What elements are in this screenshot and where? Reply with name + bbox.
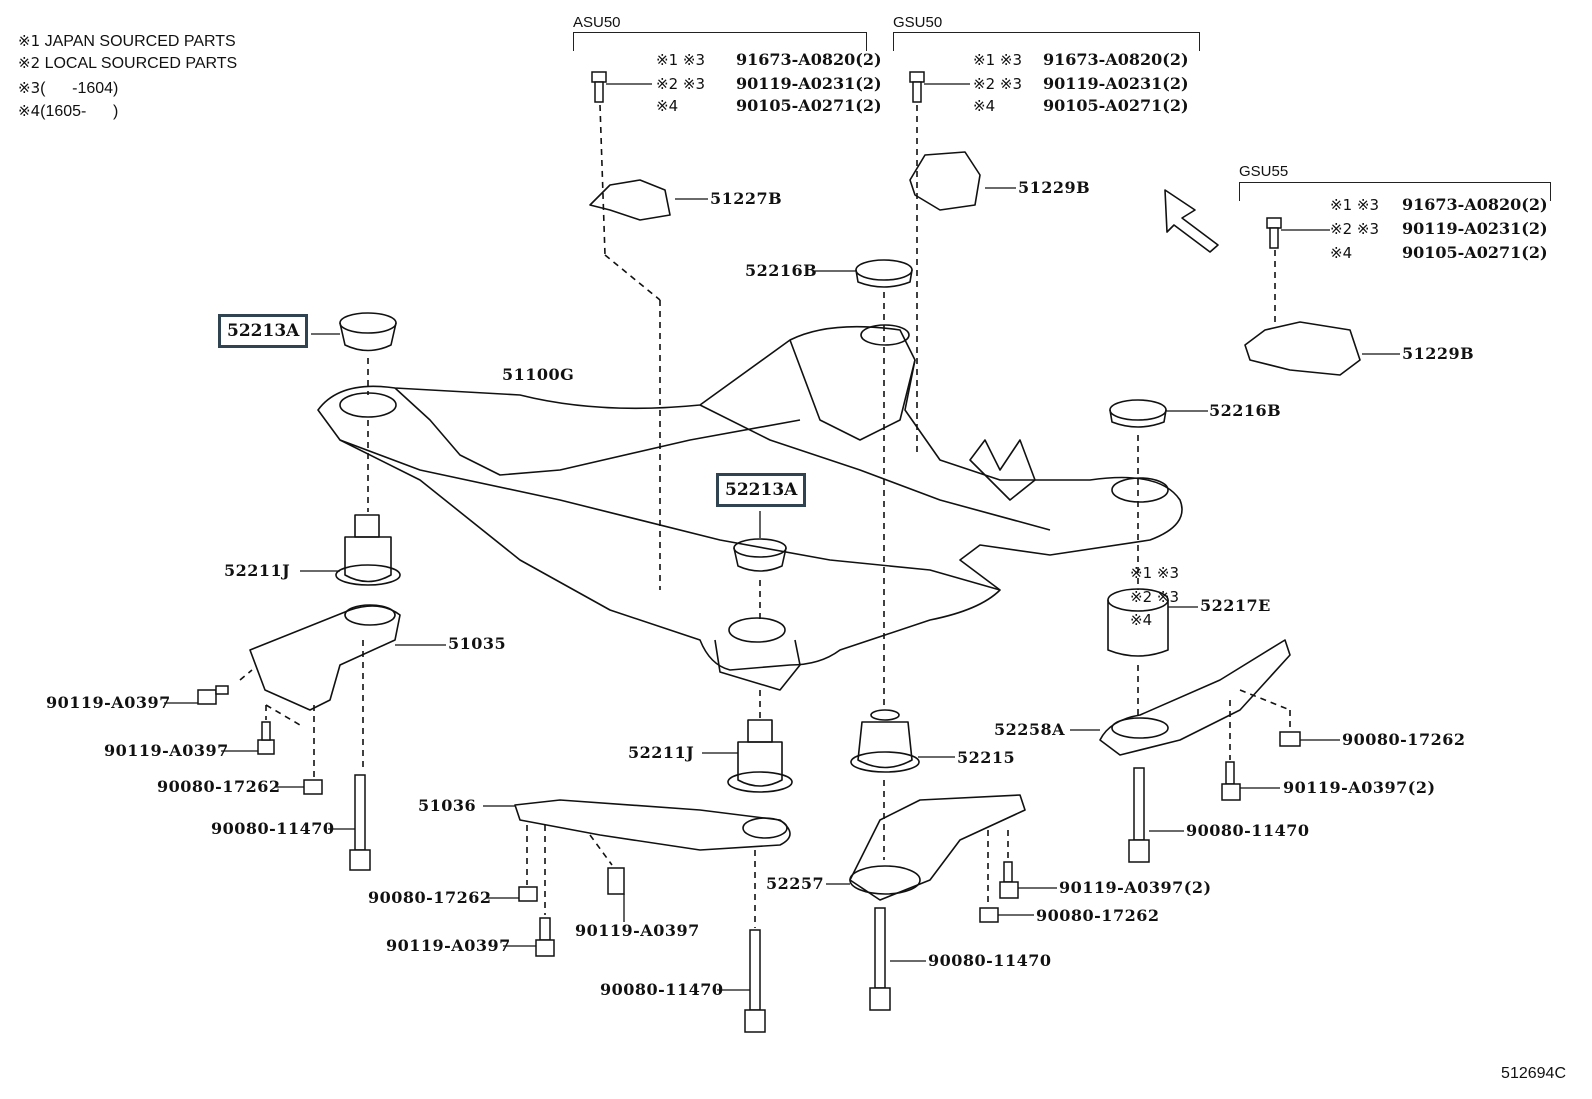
bolt-left-long xyxy=(349,774,371,871)
part-label-51229b[interactable]: 51229B xyxy=(1018,178,1091,197)
part-label-51035[interactable]: 51035 xyxy=(448,634,507,653)
legend-item: ※4(1605- ) xyxy=(18,102,119,120)
part-note-marks: ※1 ※3 xyxy=(1130,564,1179,582)
part-label-bolt[interactable]: 90080-11470 xyxy=(211,819,335,838)
group-title: GSU55 xyxy=(1239,163,1289,180)
part-label-bolt[interactable]: 90119-A0397 xyxy=(46,693,171,712)
brace-51035 xyxy=(249,605,401,711)
part-note-marks: ※4 xyxy=(1130,611,1153,629)
direction-arrow xyxy=(1164,189,1219,253)
part-note-marks: ※2 ※3 xyxy=(1130,588,1179,606)
bracket-51229b-gsu50 xyxy=(909,151,981,211)
crossmember-left-rail xyxy=(394,387,801,476)
bolt-left-2 xyxy=(257,721,275,755)
bolt-center-long-left xyxy=(744,929,766,1033)
legend-item: ※3( -1604) xyxy=(18,79,119,97)
bolt-right xyxy=(1221,761,1241,801)
bolt-left-1 xyxy=(197,685,229,705)
crossmember-51100g xyxy=(317,325,1183,671)
part-label-52216b[interactable]: 52216B xyxy=(1209,401,1282,420)
part-label-51036[interactable]: 51036 xyxy=(418,796,477,815)
bolt-right-long xyxy=(1128,767,1150,863)
bolt-rc xyxy=(999,861,1019,899)
brace-52257 xyxy=(849,794,1026,901)
bolt-mid-2 xyxy=(535,917,555,957)
part-label-51227b[interactable]: 51227B xyxy=(710,189,783,208)
nut-right xyxy=(1279,731,1301,747)
bolt-asu50 xyxy=(591,71,607,103)
part-label-52217e[interactable]: 52217E xyxy=(1200,596,1271,615)
part-label-bolt[interactable]: 90080-11470 xyxy=(928,951,1052,970)
brace-51036 xyxy=(514,799,791,851)
part-label-bolt[interactable]: 90080-11470 xyxy=(1186,821,1310,840)
cushion-52213a-left xyxy=(339,312,397,352)
nut-rc xyxy=(979,907,999,923)
part-label-bolt[interactable]: 90119-A0397 xyxy=(386,936,511,955)
cushion-52216b-right xyxy=(1109,399,1167,428)
bolt-gsu50 xyxy=(909,71,925,103)
figure-number: 512694C xyxy=(1501,1065,1566,1082)
part-label-bolt[interactable]: 90119-A0397 xyxy=(575,921,700,940)
crossmember-right-rail xyxy=(699,404,1051,531)
part-label-bolt[interactable]: 90080-11470 xyxy=(600,980,724,999)
bolt-mid-1 xyxy=(607,867,625,895)
bolt-center-long xyxy=(869,907,891,1011)
highlighted-part-52213a-center[interactable]: 52213A xyxy=(716,473,807,507)
part-label-nut[interactable]: 90080-17262 xyxy=(368,888,492,907)
part-label-52258a[interactable]: 52258A xyxy=(994,720,1066,739)
group-bracket xyxy=(1239,182,1551,201)
part-label-nut[interactable]: 90080-17262 xyxy=(1036,906,1160,925)
nut-mid xyxy=(518,886,538,902)
crossmember-front-rail xyxy=(339,439,1001,591)
cushion-52211j-center xyxy=(727,719,793,793)
part-label-51229b-gsu55[interactable]: 51229B xyxy=(1402,344,1475,363)
highlighted-part-52213a-left[interactable]: 52213A xyxy=(218,314,309,348)
group-title: GSU50 xyxy=(893,14,943,31)
bracket-51227b xyxy=(589,179,671,221)
part-label-52211j[interactable]: 52211J xyxy=(224,561,291,580)
cushion-52215 xyxy=(850,709,920,773)
part-label-bolt[interactable]: 90119-A0397(2) xyxy=(1059,878,1212,897)
group-title: ASU50 xyxy=(573,14,621,31)
part-label-52215[interactable]: 52215 xyxy=(957,748,1016,767)
group-bracket xyxy=(893,32,1200,51)
cushion-52213a-center xyxy=(733,538,787,572)
part-label-bolt[interactable]: 90119-A0397 xyxy=(104,741,229,760)
bolt-gsu55 xyxy=(1266,217,1282,249)
legend-item: ※2 LOCAL SOURCED PARTS xyxy=(18,54,238,72)
nut-left xyxy=(303,779,323,795)
part-label-nut[interactable]: 90080-17262 xyxy=(157,777,281,796)
part-label-51100g[interactable]: 51100G xyxy=(502,365,575,384)
part-label-nut[interactable]: 90080-17262 xyxy=(1342,730,1466,749)
cushion-52216b-upper xyxy=(855,259,913,288)
part-label-52257[interactable]: 52257 xyxy=(766,874,825,893)
part-label-52216b[interactable]: 52216B xyxy=(745,261,818,280)
part-label-52211j[interactable]: 52211J xyxy=(628,743,695,762)
cushion-52211j-left xyxy=(335,514,401,586)
legend-item: ※1 JAPAN SOURCED PARTS xyxy=(18,32,236,50)
part-label-bolt[interactable]: 90119-A0397(2) xyxy=(1283,778,1436,797)
group-bracket xyxy=(573,32,867,51)
bracket-51229b-gsu55 xyxy=(1244,321,1361,376)
